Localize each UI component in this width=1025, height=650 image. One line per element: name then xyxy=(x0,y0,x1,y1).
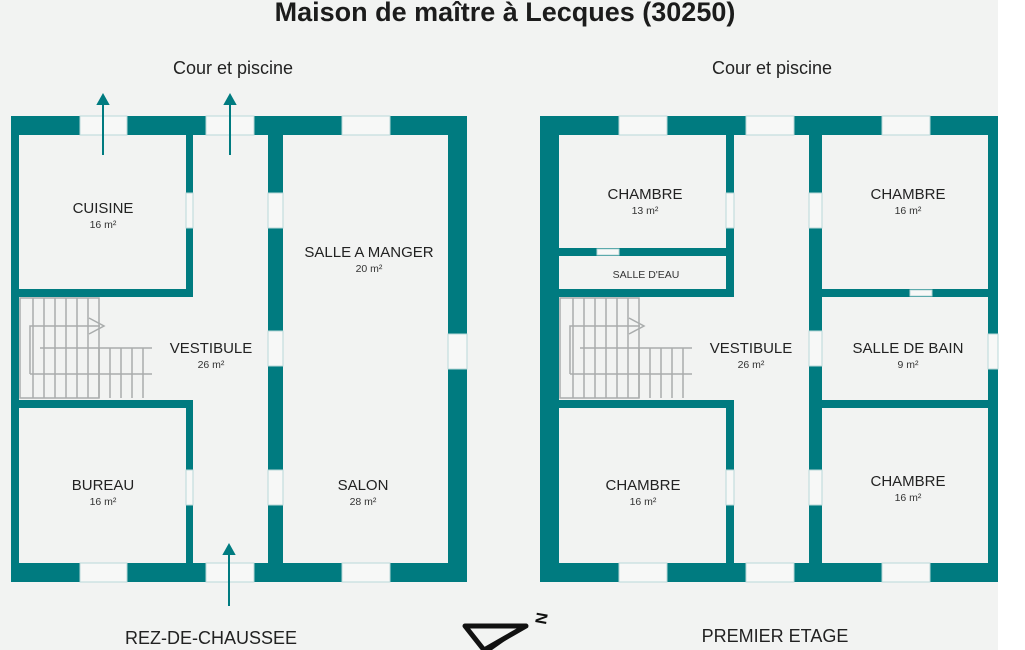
room-name: VESTIBULE xyxy=(170,340,253,357)
room-name: CHAMBRE xyxy=(870,186,945,203)
room-area: 13 m² xyxy=(632,205,659,217)
room-name: SALLE A MANGER xyxy=(304,244,433,261)
room-area: 20 m² xyxy=(356,263,383,275)
room-area: 28 m² xyxy=(350,496,377,508)
room-area: 26 m² xyxy=(198,359,225,371)
compass-label: N xyxy=(533,611,552,625)
room-name: CHAMBRE xyxy=(870,473,945,490)
windows-doors xyxy=(596,115,999,583)
garden-label: Cour et piscine xyxy=(712,58,832,78)
room-area: 9 m² xyxy=(898,359,920,371)
room-name: SALLE D'EAU xyxy=(613,269,680,281)
room-name: CHAMBRE xyxy=(607,186,682,203)
first-floor-plan: Cour et piscine xyxy=(540,58,999,646)
page-title: Maison de maître à Lecques (30250) xyxy=(275,0,736,27)
room-name: VESTIBULE xyxy=(710,340,793,357)
staircase xyxy=(19,297,152,399)
background xyxy=(0,0,998,650)
room-area: 16 m² xyxy=(895,205,922,217)
floor-caption: REZ-DE-CHAUSSEE xyxy=(125,628,297,648)
entrance-arrows xyxy=(96,92,237,606)
room-area: 16 m² xyxy=(90,496,117,508)
room-area: 16 m² xyxy=(630,496,657,508)
room-name: CUISINE xyxy=(73,200,134,217)
ground-floor-plan: Cour et piscine xyxy=(11,58,468,648)
room-area: 16 m² xyxy=(895,492,922,504)
room-name: SALON xyxy=(338,477,389,494)
room-area: 26 m² xyxy=(738,359,765,371)
floor-caption: PREMIER ETAGE xyxy=(702,626,849,646)
room-area: 16 m² xyxy=(90,219,117,231)
room-name: SALLE DE BAIN xyxy=(853,340,964,357)
room-name: CHAMBRE xyxy=(605,477,680,494)
garden-label: Cour et piscine xyxy=(173,58,293,78)
staircase xyxy=(559,297,692,399)
room-name: BUREAU xyxy=(72,477,135,494)
compass-north-icon: N xyxy=(462,611,552,650)
